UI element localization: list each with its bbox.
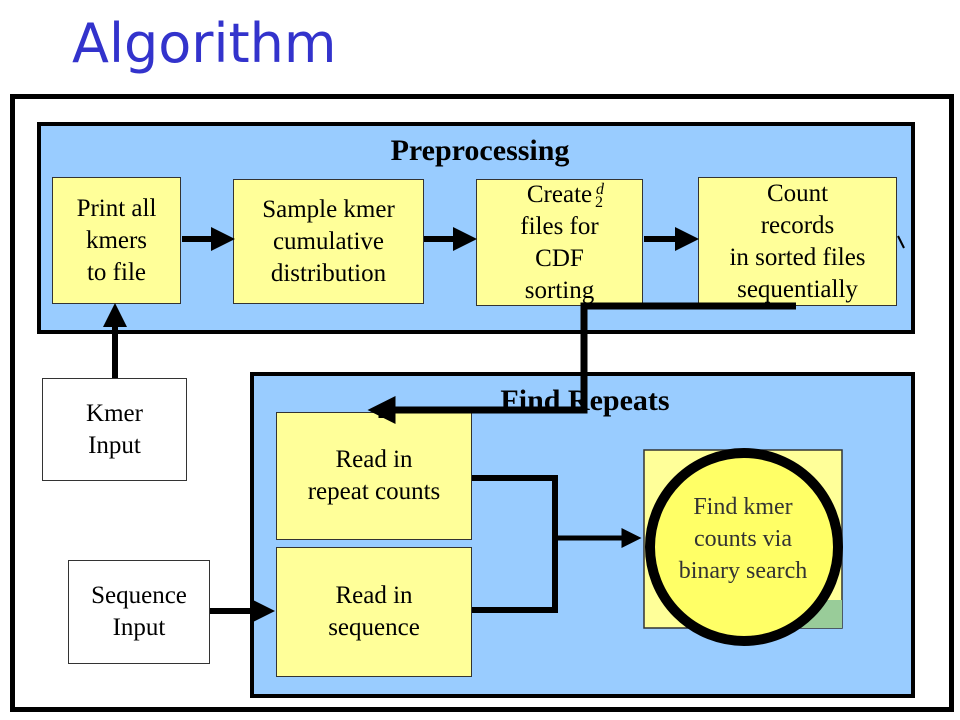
- slide-title: Algorithm: [72, 12, 337, 75]
- print-kmers-label: Print all kmers to file: [76, 194, 157, 286]
- find-kmer-label-box: Find kmer counts via binary search: [644, 450, 842, 628]
- read-sequence-label: Read in sequence: [328, 582, 420, 641]
- read-repeat-counts-box: Read in repeat counts: [276, 412, 472, 540]
- sequence-input-box: Sequence Input: [68, 560, 210, 664]
- sample-cdf-label: Sample kmer cumulative distribution: [262, 195, 395, 287]
- preprocessing-title: Preprocessing: [390, 134, 570, 167]
- find-repeats-title: Find Repeats: [500, 384, 670, 417]
- create-subscript: 2: [595, 194, 603, 211]
- create-superscript: d: [596, 181, 604, 198]
- find-kmer-label: Find kmer counts via binary search: [678, 494, 808, 584]
- sequence-input-label: Sequence Input: [91, 582, 187, 641]
- count-records-box: Count records in sorted files sequential…: [698, 177, 897, 306]
- kmer-input-box: Kmer Input: [42, 378, 187, 481]
- print-kmers-box: Print all kmers to file: [52, 177, 181, 304]
- read-sequence-box: Read in sequence: [276, 547, 472, 677]
- read-repeat-counts-label: Read in repeat counts: [307, 446, 441, 505]
- create-files-box: Create files for CDF sorting: [476, 179, 643, 306]
- sample-cdf-box: Sample kmer cumulative distribution: [233, 179, 424, 304]
- create-files-label: Create files for CDF sorting: [520, 180, 599, 304]
- count-records-label: Count records in sorted files sequential…: [729, 179, 866, 303]
- kmer-input-label: Kmer Input: [86, 399, 143, 459]
